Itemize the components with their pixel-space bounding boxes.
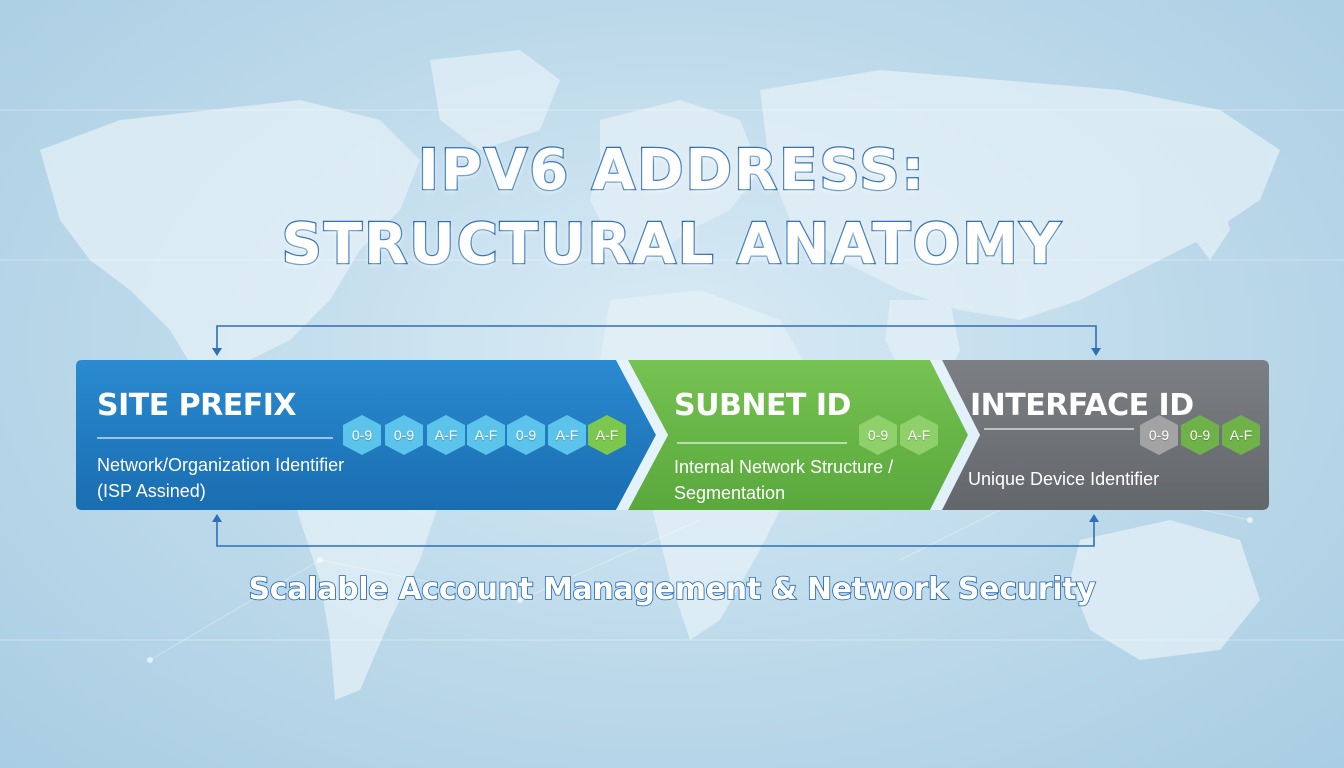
site-prefix-description-line-1: Network/Organization Identifier xyxy=(97,455,345,475)
interface-id-segment xyxy=(942,360,1269,510)
interface-id-description-line-1: Unique Device Identifier xyxy=(968,469,1160,489)
site-prefix-description-line-2: (ISP Assined) xyxy=(97,481,206,501)
footer-tagline: Scalable Account Management & Network Se… xyxy=(248,571,1097,608)
hex-chip: 0-9 xyxy=(1181,415,1219,455)
site-prefix-label: SITE PREFIX xyxy=(97,388,297,423)
subnet-id-segment xyxy=(628,360,968,510)
subnet-id-description-line-1: Internal Network Structure / xyxy=(674,457,894,477)
interface-id-divider xyxy=(984,428,1134,430)
subnet-id-description: Internal Network Structure / Segmentatio… xyxy=(674,454,893,506)
ipv6-address-banner: SITE PREFIX Network/Organization Identif… xyxy=(0,360,1344,510)
page-title-line-2: STRUCTURAL ANATOMY xyxy=(280,211,1063,279)
subnet-id-label: SUBNET ID xyxy=(674,388,851,423)
hex-chip: 0-9 xyxy=(1140,415,1178,455)
page-title-line-1: IPV6 ADDRESS: xyxy=(417,137,926,205)
site-prefix-divider xyxy=(97,437,333,439)
subnet-id-divider xyxy=(677,442,847,444)
interface-id-description: Unique Device Identifier xyxy=(968,466,1159,492)
subnet-id-description-line-2: Segmentation xyxy=(674,483,786,503)
hex-chip: A-F xyxy=(1222,415,1260,455)
site-prefix-description: Network/Organization Identifier (ISP Ass… xyxy=(97,452,344,504)
